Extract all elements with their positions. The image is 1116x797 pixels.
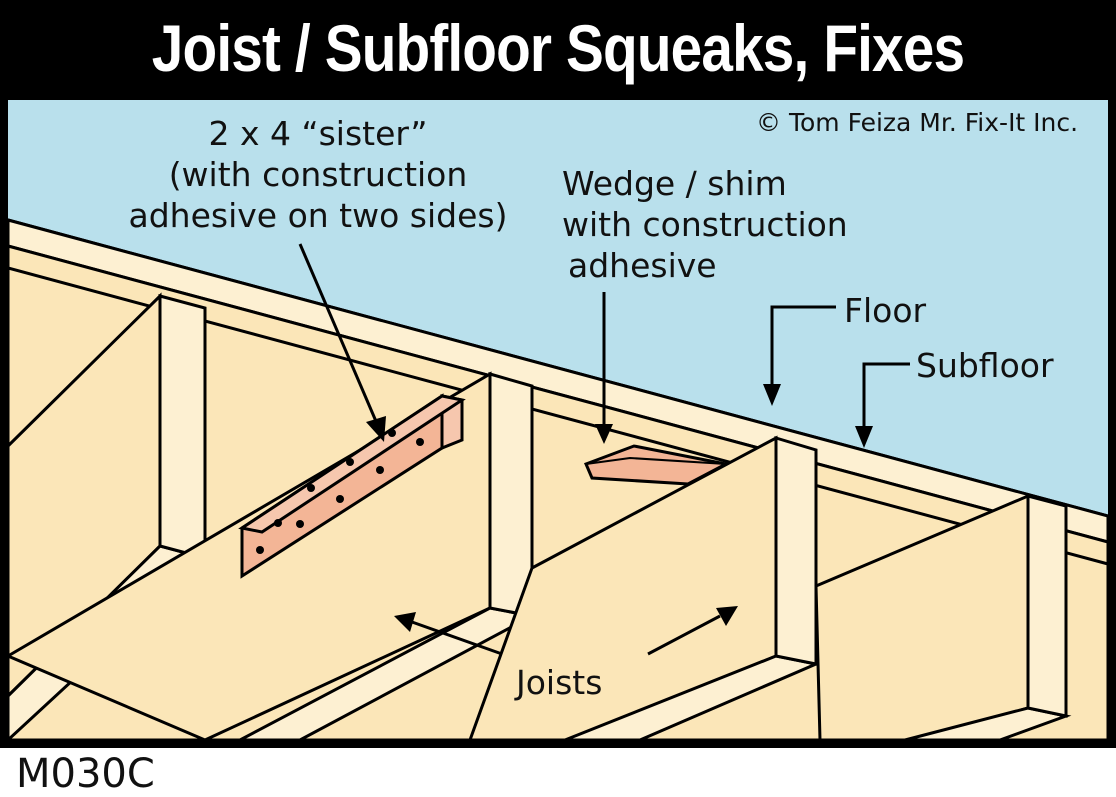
page-title: Joist / Subfloor Squeaks, Fixes bbox=[151, 11, 965, 85]
joist-illustration bbox=[4, 100, 1110, 744]
sister-label-line-1: 2 x 4 “sister” bbox=[208, 114, 428, 153]
copyright-text: © Tom Feiza Mr. Fix-It Inc. bbox=[756, 108, 1079, 137]
wedge-label-line-3: adhesive bbox=[568, 246, 717, 285]
wedge-label: Wedge / shim with construction adhesive bbox=[562, 163, 848, 286]
wedge-shim bbox=[584, 444, 731, 486]
wedge-label-line-1: Wedge / shim bbox=[562, 164, 787, 203]
floor-leader-line bbox=[770, 305, 836, 386]
figure-code: M030C bbox=[16, 751, 155, 797]
joist-2-face bbox=[488, 372, 534, 618]
subfloor-leader-arrowhead bbox=[855, 426, 873, 448]
joist-4-face bbox=[1026, 494, 1068, 718]
wedge-leader-arrowhead bbox=[595, 424, 613, 444]
subfloor-board bbox=[6, 244, 1110, 566]
subfloor-leader-line bbox=[862, 362, 910, 428]
sister-label-line-2: (with construction bbox=[168, 155, 468, 194]
subfloor-label: Subfloor bbox=[916, 346, 1054, 385]
wedge-label-line-2: with construction bbox=[562, 205, 848, 244]
joists-label: Joists bbox=[516, 663, 603, 702]
joist-1-face bbox=[158, 294, 207, 560]
floor-label: Floor bbox=[844, 291, 927, 330]
floor-leader-arrowhead bbox=[763, 384, 781, 406]
sister-leader-arrowhead bbox=[366, 416, 386, 442]
joists-leader-right-arrowhead bbox=[716, 606, 738, 626]
joist-3-face bbox=[774, 435, 818, 666]
sister-nail-holes bbox=[256, 429, 424, 554]
wedge-shim-edge bbox=[585, 456, 727, 465]
joists-leader-left bbox=[411, 620, 503, 656]
illustration-frame bbox=[0, 96, 1116, 748]
joists-leader-right bbox=[647, 614, 721, 656]
sister-label-line-3: adhesive on two sides) bbox=[128, 196, 508, 235]
joists-leader-left-arrowhead bbox=[394, 612, 416, 632]
sister-leader-line bbox=[298, 243, 380, 427]
sister-label: 2 x 4 “sister” (with construction adhesi… bbox=[118, 113, 518, 236]
title-bar: Joist / Subfloor Squeaks, Fixes bbox=[0, 0, 1116, 96]
